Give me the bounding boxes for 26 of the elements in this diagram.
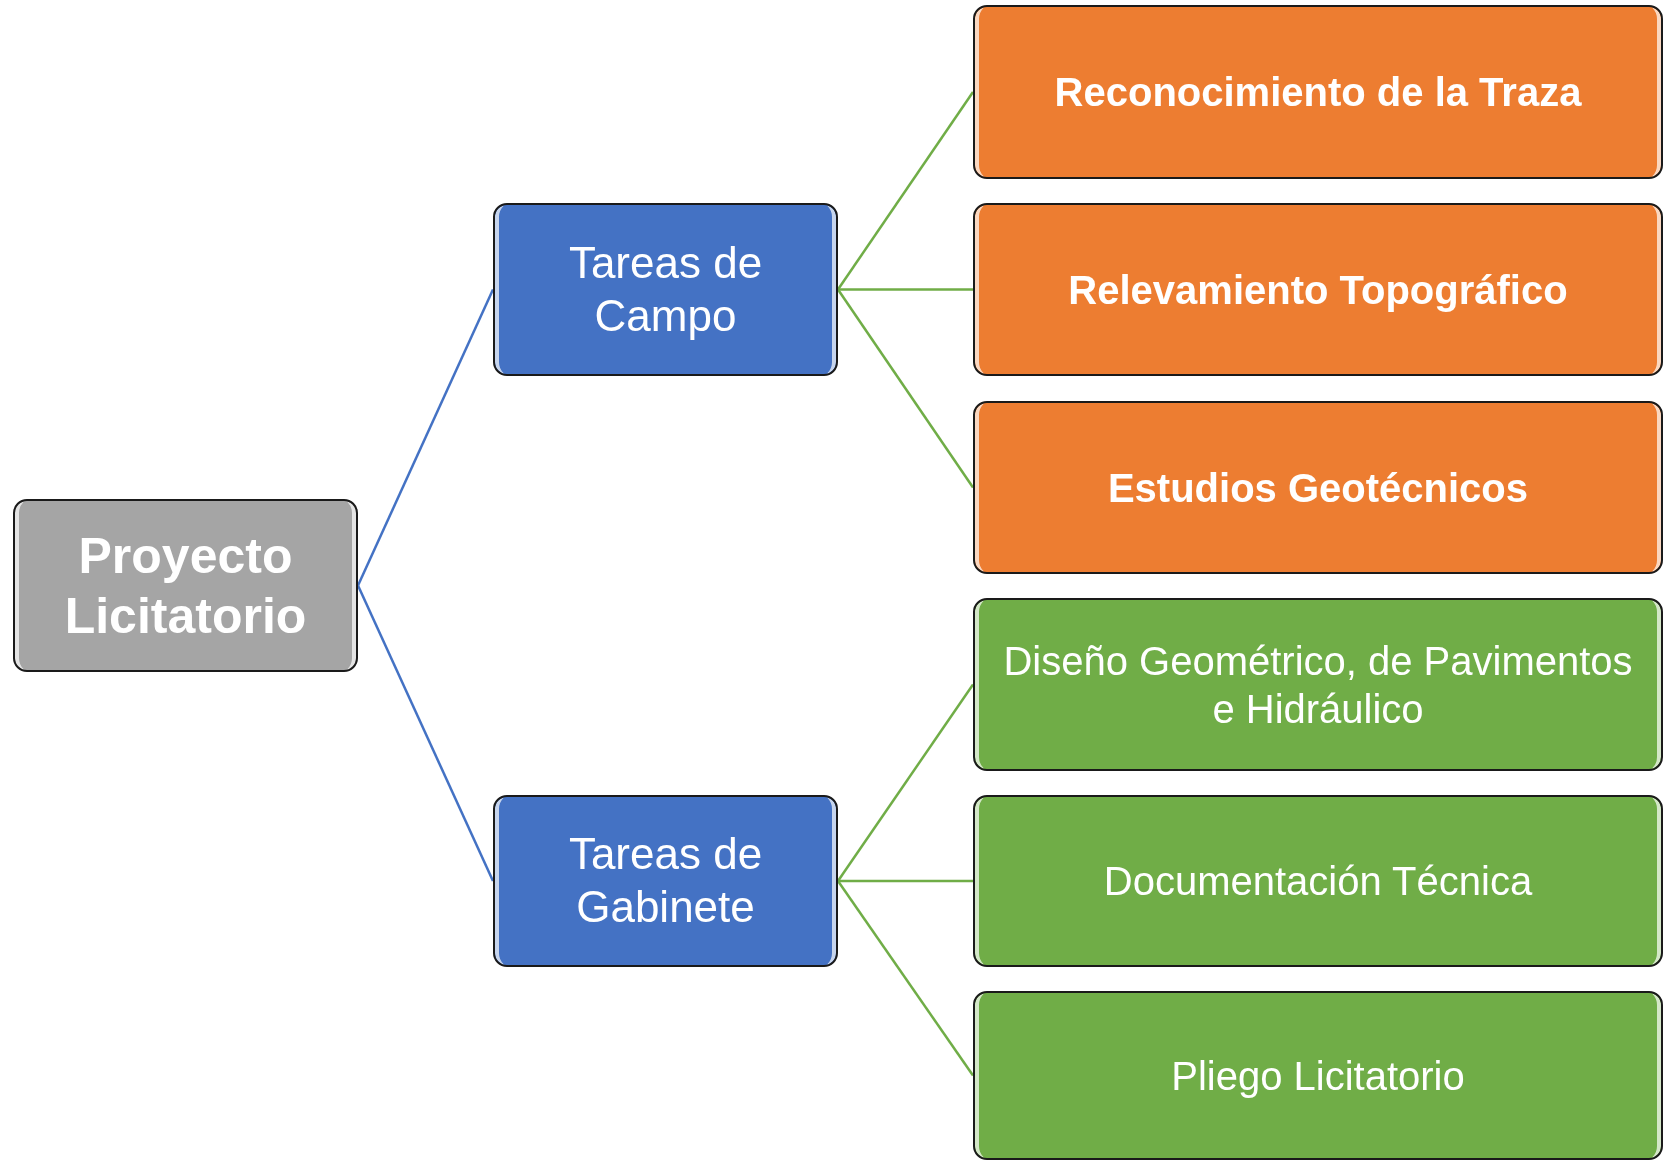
process-box: [973, 991, 1663, 1160]
box-label: Proyecto Licitatorio: [63, 526, 308, 646]
process-box: [973, 5, 1663, 179]
box-label: Documentación Técnica: [1103, 858, 1533, 905]
connector-line: [836, 91, 975, 291]
box-label: Diseño Geométrico, de Pavimentos e Hidráulico: [1002, 637, 1634, 733]
process-box: [973, 598, 1663, 771]
process-box: [13, 499, 358, 672]
connector-line: [356, 585, 495, 882]
box-label: Reconocimiento de la Traza: [1054, 69, 1582, 116]
box-label: Tareas de Gabinete: [567, 828, 764, 933]
box-label: Tareas de Campo: [567, 236, 764, 342]
connector-line: [838, 879, 973, 883]
box-label: Estudios Geotécnicos: [1107, 464, 1529, 512]
connector-line: [356, 289, 495, 586]
box-label: Relevamiento Topográfico: [1068, 266, 1568, 314]
process-box: [493, 203, 838, 376]
process-box: [973, 401, 1663, 574]
box-label: Pliego Licitatorio: [1171, 1052, 1465, 1100]
process-box: [973, 795, 1663, 967]
connector-line: [836, 880, 975, 1077]
connector-line: [838, 288, 973, 291]
connector-line: [836, 683, 975, 882]
process-box: [493, 795, 838, 967]
connector-line: [836, 288, 975, 489]
process-box: [973, 203, 1663, 376]
